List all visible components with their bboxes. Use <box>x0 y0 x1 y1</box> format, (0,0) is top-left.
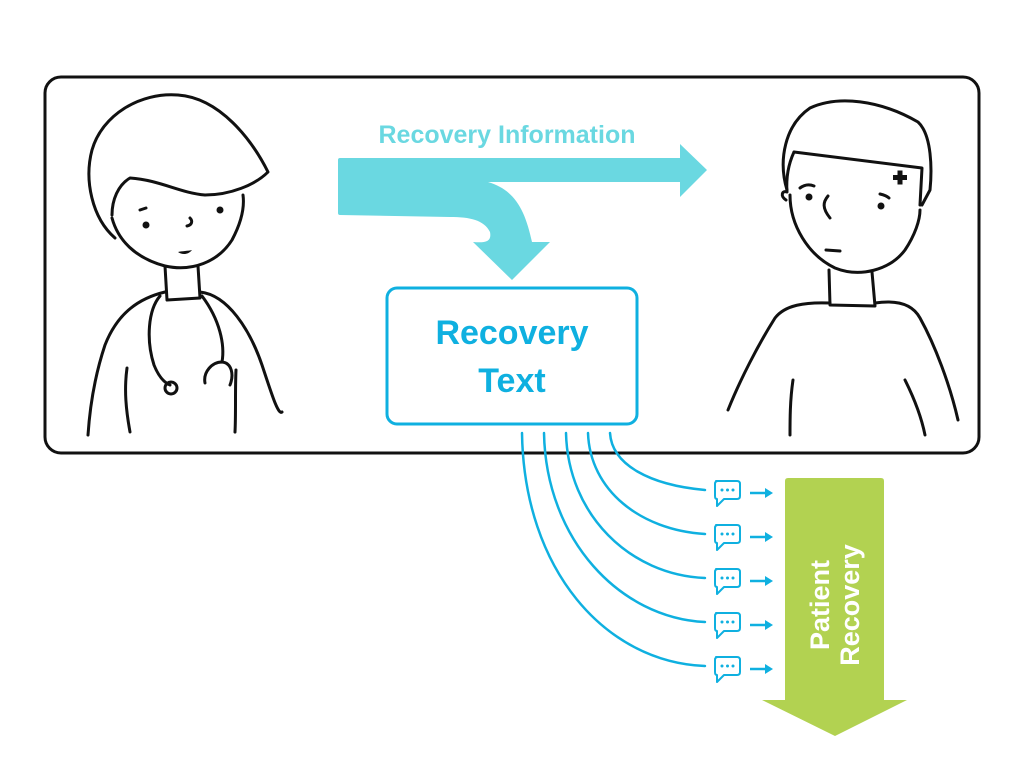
doctor-shoulder-right <box>198 290 284 414</box>
message-icons <box>714 480 773 683</box>
arrow-right-icon <box>750 576 773 586</box>
stethoscope-icon <box>147 294 234 396</box>
message-line-4 <box>542 431 707 624</box>
recovery-text-label-line2: Text <box>478 362 545 400</box>
patient-arm-right <box>903 378 927 437</box>
recovery-text-box: Recovery Text <box>385 286 639 426</box>
bandage-icon <box>893 170 907 185</box>
chat-bubble-dots-icon <box>714 568 741 595</box>
doctor-neck <box>163 264 202 302</box>
recovery-text-label-line1: Recovery <box>435 314 588 352</box>
arrow-right-icon <box>750 488 773 498</box>
patient-figure <box>726 99 960 437</box>
patient-arm-left <box>788 378 795 437</box>
patient-shoulder-right <box>873 300 960 422</box>
patient-ear-left <box>780 150 796 202</box>
patient-fringe <box>792 150 924 207</box>
doctor-nose <box>185 216 194 228</box>
patient-shoulder-left <box>726 301 832 412</box>
chat-bubble-dots-icon <box>714 524 741 551</box>
message-line-2 <box>586 431 707 536</box>
doctor-hair <box>87 93 270 240</box>
doctor-arm-left <box>124 366 132 434</box>
scene-panel <box>43 75 981 455</box>
doctor-eye-left <box>142 221 150 229</box>
patient-face <box>788 193 922 274</box>
doctor-brow <box>138 206 148 212</box>
arrow-right-icon <box>750 664 773 674</box>
arrow-right-icon <box>750 620 773 630</box>
patient-recovery-arrow: Patient Recovery <box>762 478 907 736</box>
patient-nose <box>822 194 832 220</box>
doctor-shoulder-left <box>86 290 167 437</box>
recovery-information-arrow: Recovery Information <box>338 121 707 280</box>
patient-eye-right <box>877 202 885 210</box>
doctor-arm-right <box>233 368 238 434</box>
patient-mouth <box>824 248 842 253</box>
patient-recovery-label-line1: Patient <box>805 560 835 650</box>
patient-eye-left <box>805 193 813 201</box>
patient-brow-right <box>878 192 891 200</box>
message-lines <box>520 431 707 668</box>
patient-recovery-label-line2: Recovery <box>835 544 865 666</box>
arrow-right-icon <box>750 532 773 542</box>
message-line-1 <box>608 431 707 492</box>
doctor-figure <box>86 93 284 437</box>
chat-bubble-dots-icon <box>714 656 741 683</box>
message-line-3 <box>564 431 707 580</box>
patient-brow-left <box>798 183 816 190</box>
doctor-face <box>110 193 245 270</box>
patient-neck <box>827 268 877 308</box>
patient-hair <box>781 99 933 207</box>
recovery-information-label: Recovery Information <box>378 121 635 149</box>
message-line-5 <box>520 431 707 668</box>
chat-bubble-dots-icon <box>714 480 741 507</box>
doctor-mouth <box>178 250 192 255</box>
chat-bubble-dots-icon <box>714 612 741 639</box>
doctor-eye-right <box>216 206 224 214</box>
